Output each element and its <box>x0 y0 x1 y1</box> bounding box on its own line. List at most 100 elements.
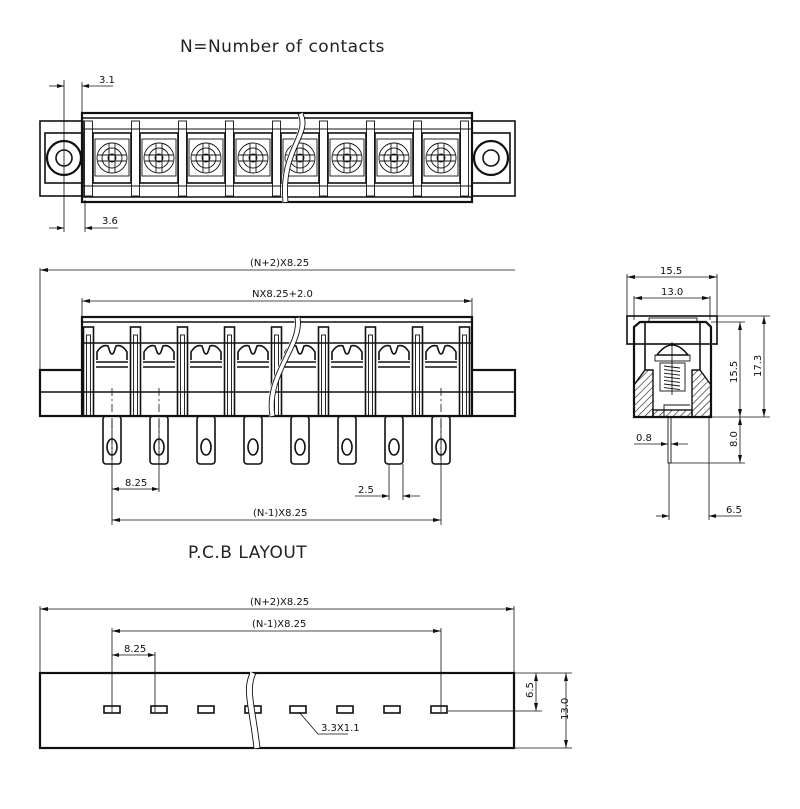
front-screw-head-icon <box>96 344 128 360</box>
pcb-hole-size-leader <box>298 711 348 735</box>
arrow <box>464 299 472 303</box>
pin-hole <box>294 438 306 456</box>
terminal-cell-inner <box>329 138 365 177</box>
side-cover-flange <box>626 315 718 345</box>
barrier-divider <box>84 120 93 197</box>
arrow <box>433 518 441 522</box>
terminal-cell <box>327 132 367 184</box>
break-line <box>281 113 301 203</box>
solder-pin <box>384 415 404 465</box>
barrier-slot <box>462 334 467 417</box>
arrow <box>40 607 48 611</box>
thread-line <box>663 387 681 391</box>
arrow <box>57 84 64 88</box>
mount-hole-inner-right <box>482 149 500 167</box>
front-screw-head-icon <box>331 344 363 360</box>
barrier-divider <box>460 120 469 197</box>
terminal-cell-inner <box>94 138 130 177</box>
front-dim-pinw-label: 2.5 <box>358 485 374 496</box>
terminal-cell <box>92 132 132 184</box>
screw-ring-icon <box>242 147 264 169</box>
arrow <box>738 409 742 417</box>
terminal-cell <box>421 132 461 184</box>
break-mask <box>246 671 260 749</box>
arrow <box>762 316 766 324</box>
screw-outer-icon <box>331 142 363 174</box>
screw-ring-icon <box>336 147 358 169</box>
arrow <box>762 409 766 417</box>
screw-center-icon <box>342 153 352 163</box>
pcb-slot-hole <box>336 705 354 714</box>
pcb-slot-hole <box>383 705 401 714</box>
pcb-layout: (N+2)X8.25 (N-1)X8.25 8.25 3.3X1.1 6.5 1… <box>38 597 572 750</box>
pin-hole <box>200 438 212 456</box>
side-hatch-bottom <box>652 409 693 418</box>
break-mask <box>268 317 301 417</box>
arrow <box>661 442 668 446</box>
front-dim-span-label: (N-1)X8.25 <box>253 508 307 519</box>
arrow <box>709 275 717 279</box>
pcb-dim-span-label: (N-1)X8.25 <box>252 619 306 630</box>
terminal-cell-inner <box>235 138 271 177</box>
arrow <box>534 703 538 711</box>
barrier-divider <box>272 120 281 197</box>
screw-center-icon <box>201 153 211 163</box>
screw-outer-icon <box>284 142 316 174</box>
contacts-note: N=Number of contacts <box>180 37 385 57</box>
side-view: 15.5 13.0 15.5 <box>626 266 770 520</box>
arrow <box>57 226 64 230</box>
mount-hole-inner-left <box>55 149 73 167</box>
screw-center-icon <box>295 153 305 163</box>
barrier-slot <box>227 334 232 417</box>
pcb-slot-hole <box>197 705 215 714</box>
terminal-cell <box>139 132 179 184</box>
barrier-slot <box>180 334 185 417</box>
barrier-slot <box>133 334 138 417</box>
pin-hole <box>247 438 259 456</box>
screw-head-icon <box>655 344 690 356</box>
barrier-divider <box>131 120 140 197</box>
top-dim-31-label: 3.1 <box>99 75 115 86</box>
screw-washer <box>654 354 691 362</box>
pcb-slot-hole <box>150 705 168 714</box>
terminal-cell <box>374 132 414 184</box>
thread-line <box>663 365 681 369</box>
arrow <box>82 84 89 88</box>
arrow <box>112 629 120 633</box>
thread-line <box>663 369 681 373</box>
terminal-cell-inner <box>188 138 224 177</box>
break-line <box>245 672 255 749</box>
arrow <box>564 740 568 748</box>
contact-leg <box>663 404 690 417</box>
pcb-slot-hole <box>430 705 448 714</box>
thread-line <box>663 376 681 380</box>
arrow <box>709 514 716 518</box>
barrier-slot <box>86 334 91 417</box>
front-dim-pitch-label: 8.25 <box>125 478 147 489</box>
screw-clamp <box>659 362 686 392</box>
front-screw-head-icon <box>143 344 175 360</box>
barrier-slot <box>321 334 326 417</box>
side-pin <box>667 416 672 464</box>
terminal-cell <box>186 132 226 184</box>
barrier-divider <box>413 120 422 197</box>
break-line <box>286 113 306 203</box>
break-mask <box>281 112 305 203</box>
screw-outer-icon <box>190 142 222 174</box>
screw-thread-icon <box>663 365 681 391</box>
screw-outer-icon <box>378 142 410 174</box>
arrow <box>671 442 678 446</box>
screw-ring-icon <box>101 147 123 169</box>
pcb-dim-pitch-label: 8.25 <box>124 644 146 655</box>
arrow <box>738 455 742 463</box>
side-dim-offset-label: 6.5 <box>726 505 742 516</box>
arrow <box>382 494 389 498</box>
arrow <box>85 226 92 230</box>
barrier-divider <box>178 120 187 197</box>
screw-outer-icon <box>237 142 269 174</box>
pcb-slot-hole <box>103 705 121 714</box>
arrow <box>40 268 48 272</box>
arrow <box>662 514 669 518</box>
arrow <box>506 607 514 611</box>
front-dim-body-label: NX8.25+2.0 <box>252 289 313 300</box>
